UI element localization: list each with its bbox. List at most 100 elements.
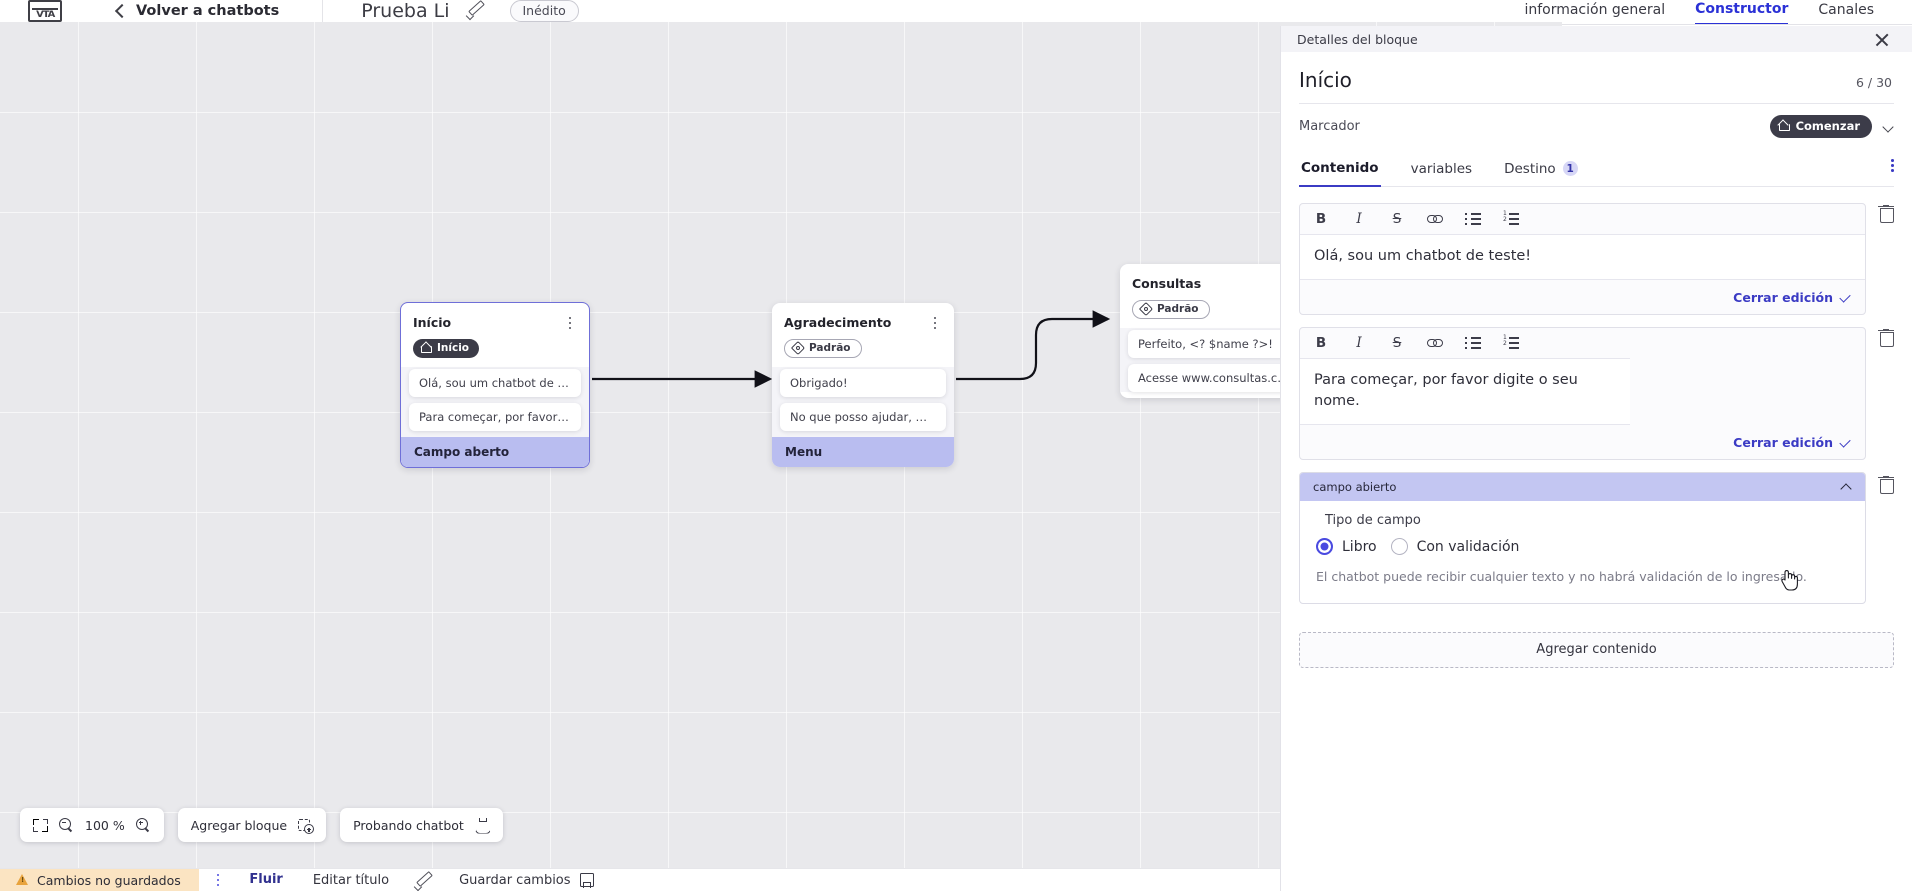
node-tag-label: Início (437, 342, 470, 354)
canvas-toolbar: 100 % Agregar bloque Probando chatbot (20, 808, 503, 842)
node-menu-icon[interactable] (928, 315, 942, 331)
node-message[interactable]: Obrigado! (780, 368, 946, 397)
tab-contenido-label: Contenido (1301, 160, 1379, 176)
node-tag-row: Início (401, 331, 589, 367)
app-logo-icon[interactable]: VTA (28, 0, 62, 22)
node-body: Obrigado! No que posso ajudar, <? $name … (772, 366, 954, 467)
marcador-value-label: Comenzar (1795, 119, 1860, 133)
node-body: Olá, sou um chatbot de teste! Para começ… (401, 367, 589, 467)
test-chatbot-button[interactable]: Probando chatbot (340, 808, 503, 842)
node-message[interactable]: No que posso ajudar, <? $name ... (780, 402, 946, 431)
node-tag-start[interactable]: Início (413, 339, 480, 358)
node-action-campo-aberto[interactable]: Campo aberto (401, 437, 589, 467)
zoom-level-label: 100 % (85, 817, 125, 833)
tab-contenido[interactable]: Contenido (1299, 154, 1381, 187)
tabs-underline-rule (1280, 24, 1912, 25)
editor-text-value[interactable]: Olá, sou um chatbot de teste! (1300, 234, 1865, 281)
fit-to-screen-icon[interactable] (33, 818, 48, 833)
rich-text-editor[interactable]: B I S Para começar, por favor digite o s… (1299, 327, 1866, 461)
status-tab-fluir[interactable]: Fluir (249, 872, 282, 889)
bold-icon[interactable]: B (1315, 211, 1327, 227)
tag-icon (1141, 303, 1152, 314)
node-message[interactable]: Para começar, por favor digite o ... (409, 403, 581, 431)
close-edit-button[interactable]: Cerrar edición (1733, 290, 1851, 305)
bullet-list-icon[interactable] (1465, 213, 1481, 225)
radio-option-libro[interactable]: Libro (1316, 538, 1377, 556)
strikethrough-icon[interactable]: S (1392, 211, 1402, 227)
italic-icon[interactable]: I (1356, 211, 1362, 227)
edit-title-button[interactable]: Editar título (313, 873, 429, 888)
node-menu-icon[interactable] (563, 315, 577, 331)
close-edit-button[interactable]: Cerrar edición (1733, 435, 1851, 450)
flow-node-agradecimento[interactable]: Agradecimento Padrão Obrigado! No que po… (772, 303, 954, 467)
node-tag-label: Padrão (1157, 302, 1199, 315)
node-title: Agradecimento (784, 315, 892, 330)
status-tab-fluir-label: Fluir (249, 871, 283, 887)
node-tag-default[interactable]: Padrão (1132, 299, 1210, 319)
panel-title: Início (1299, 68, 1352, 92)
add-content-button[interactable]: Agregar contenido (1299, 631, 1894, 668)
open-field-card: campo abierto Tipo de campo Libro (1299, 472, 1866, 604)
node-tag-default[interactable]: Padrão (784, 338, 862, 358)
flow-node-inicio[interactable]: Início Início Olá, sou um chatbot de tes… (400, 302, 590, 468)
panel-tabs-menu-icon[interactable] (1891, 158, 1894, 182)
back-to-chatbots-link[interactable]: Volver a chatbots (136, 3, 280, 19)
chevron-down-icon[interactable] (1882, 121, 1894, 133)
bullet-list-icon[interactable] (1465, 337, 1481, 349)
unsaved-changes-badge: Cambios no guardados (0, 868, 199, 891)
save-changes-button[interactable]: Guardar cambios (459, 872, 594, 888)
tab-variables[interactable]: variables (1409, 155, 1475, 186)
flow-node-consultas[interactable]: Consultas Padrão Perfeito, <? $name ?>! … (1120, 264, 1310, 398)
panel-header: Detalles del bloque (1281, 26, 1912, 52)
chevron-up-icon[interactable] (1840, 481, 1852, 493)
strikethrough-icon[interactable]: S (1392, 335, 1402, 352)
status-menu-icon[interactable] (216, 873, 220, 887)
zoom-in-icon[interactable] (135, 817, 151, 833)
tab-destino[interactable]: Destino 1 (1502, 155, 1580, 186)
delete-content-icon[interactable] (1878, 205, 1894, 223)
toolbar-divider (322, 0, 324, 22)
zoom-out-icon[interactable] (59, 817, 74, 833)
close-edit-label: Cerrar edición (1733, 435, 1833, 451)
open-field-header[interactable]: campo abierto (1300, 473, 1865, 502)
delete-field-icon[interactable] (1878, 476, 1894, 495)
rich-text-toolbar: B I S (1300, 328, 1865, 358)
tab-canales[interactable]: Canales (1818, 2, 1874, 18)
test-chatbot-label: Probando chatbot (353, 817, 464, 833)
rich-text-editor[interactable]: B I S Olá, sou um chatbot de teste! Cerr… (1299, 203, 1866, 316)
italic-icon[interactable]: I (1356, 335, 1362, 352)
editor-footer: Cerrar edición (1300, 280, 1865, 314)
node-message[interactable]: Perfeito, <? $name ?>! (1128, 329, 1302, 358)
home-icon (1778, 121, 1790, 131)
add-block-button[interactable]: Agregar bloque (177, 808, 327, 842)
flask-icon (475, 817, 490, 833)
link-icon[interactable] (1427, 212, 1443, 226)
bold-icon[interactable]: B (1315, 335, 1327, 352)
back-chevron-icon[interactable] (112, 4, 126, 18)
tab-constructor[interactable]: Constructor (1695, 1, 1789, 25)
warning-icon (16, 874, 29, 886)
editor-text-value[interactable]: Para começar, por favor digite o seu nom… (1300, 358, 1630, 426)
tab-informacion-general[interactable]: información general (1524, 2, 1666, 18)
edit-pencil-icon[interactable] (466, 2, 484, 20)
marcador-row: Marcador Comenzar (1299, 104, 1894, 148)
numbered-list-icon[interactable] (1503, 335, 1519, 349)
panel-tabs: Contenido variables Destino 1 (1299, 148, 1894, 187)
node-message[interactable]: Acesse www.consultas.com par... (1128, 363, 1302, 392)
radio-libro-input[interactable] (1316, 538, 1333, 556)
block-details-panel: Detalles del bloque Início 6 / 30 Marcad… (1280, 26, 1912, 891)
panel-header-label: Detalles del bloque (1297, 31, 1418, 47)
link-icon[interactable] (1427, 336, 1443, 350)
check-icon (1840, 439, 1851, 447)
node-action-menu[interactable]: Menu (772, 436, 954, 467)
marcador-control: Comenzar (1769, 115, 1894, 138)
marcador-value-chip[interactable]: Comenzar (1769, 115, 1872, 138)
bot-title: Prueba Li (361, 0, 450, 22)
radio-con-validacion-input[interactable] (1390, 538, 1408, 556)
delete-content-icon[interactable] (1878, 329, 1894, 348)
close-icon[interactable] (1875, 32, 1890, 47)
numbered-list-icon[interactable] (1503, 211, 1519, 225)
publish-status-badge: Inédito (509, 0, 579, 22)
radio-option-con-validacion[interactable]: Con validación (1390, 538, 1519, 556)
node-message[interactable]: Olá, sou um chatbot de teste! (409, 369, 581, 397)
